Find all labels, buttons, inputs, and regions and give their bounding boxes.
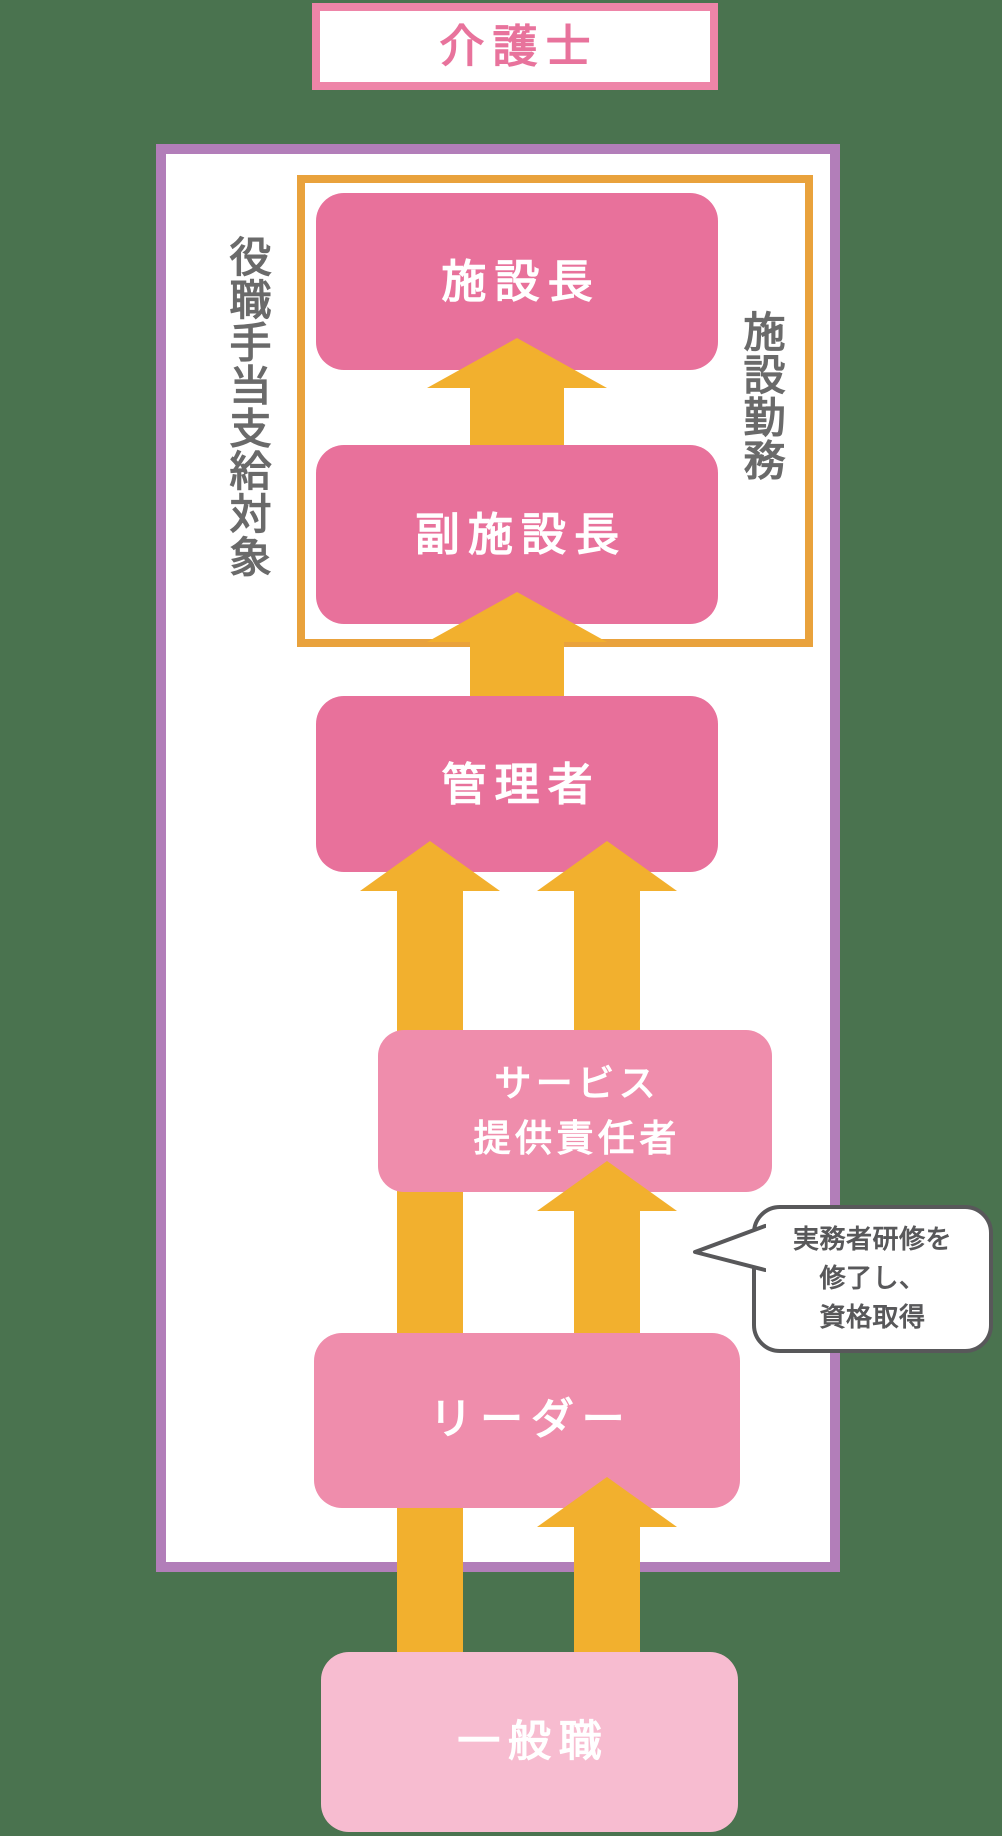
level-box-leader: リーダー: [314, 1333, 740, 1508]
speech-bubble-tail-icon: [693, 1224, 766, 1272]
note-line-3: 資格取得: [819, 1302, 926, 1333]
arrow-general-to-leader-shaft: [574, 1525, 640, 1654]
arrow-leader-to-service-shaft: [574, 1209, 640, 1335]
job-title-label: 介護士: [439, 20, 599, 73]
arrow-left-lane-general-to-manager-shaft: [397, 889, 463, 1654]
level-label-manager: 管理者: [441, 757, 601, 811]
note-bubble: 実務者研修を 修了し、 資格取得: [752, 1205, 993, 1353]
level-box-service-manager: サービス 提供責任者: [378, 1030, 772, 1192]
level-box-manager: 管理者: [316, 696, 718, 872]
arrow-deputy-to-director-shaft: [470, 386, 564, 447]
level-label-service-manager-line1: サービス: [494, 1061, 661, 1105]
note-line-1: 実務者研修を: [792, 1224, 953, 1255]
arrow-service-to-manager-shaft: [574, 889, 640, 1032]
level-label-deputy-facility-director: 副施設長: [414, 508, 628, 561]
arrow-manager-to-deputy-shaft: [470, 640, 564, 698]
level-label-service-manager-line2: 提供責任者: [473, 1117, 681, 1160]
level-box-general-staff: 一般職: [321, 1652, 738, 1832]
job-title-box: 介護士: [312, 3, 718, 90]
level-label-leader: リーダー: [429, 1395, 633, 1445]
allowance-scope-vertical-label: 役職手当支給対象: [223, 234, 272, 578]
level-label-facility-director: 施設長: [441, 255, 601, 308]
level-label-general-staff: 一般職: [457, 1716, 610, 1767]
note-line-2: 修了し、: [819, 1263, 926, 1294]
facility-work-vertical-label: 施設勤務: [737, 310, 786, 482]
